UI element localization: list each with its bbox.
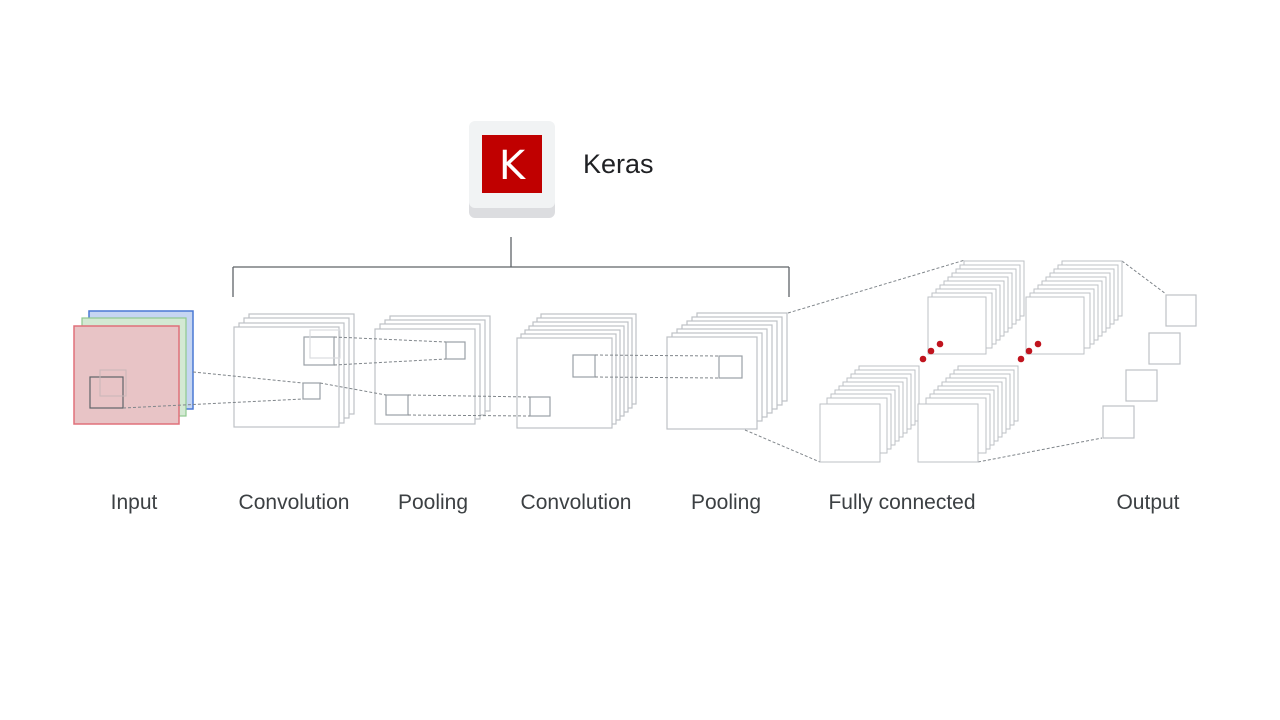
keras-logo-letter: K [499, 143, 527, 189]
fc-block-bottom-right [917, 365, 1019, 463]
pool1-feature-maps [374, 315, 491, 425]
output-node [1165, 294, 1197, 327]
stage-label-pooling-2: Pooling [691, 491, 761, 514]
fc-block-top-right [1025, 260, 1123, 355]
fc-block-top-left [927, 260, 1025, 355]
stage-label-pooling-1: Pooling [398, 491, 468, 514]
stage-label-fully-connected: Fully connected [828, 491, 975, 514]
output-nodes [1102, 294, 1197, 439]
output-node [1125, 369, 1158, 402]
keras-bracket [232, 237, 790, 297]
conv1-feature-maps [233, 313, 355, 428]
stage-label-convolution-1: Convolution [239, 491, 350, 514]
keras-logo-square [482, 135, 542, 193]
pool2-feature-maps [666, 312, 788, 430]
keras-logo: K [469, 121, 555, 218]
output-node [1102, 405, 1135, 439]
output-node [1148, 332, 1181, 365]
input-image-stack [73, 310, 194, 425]
keras-brand-label: Keras [583, 149, 654, 179]
layer-connectors [122, 259, 1167, 463]
stage-label-convolution-2: Convolution [521, 491, 632, 514]
conv2-feature-maps [516, 313, 637, 429]
input-receptive-field [89, 376, 124, 409]
stage-label-output: Output [1116, 491, 1179, 514]
neuron-dots [919, 340, 1042, 363]
stage-label-input: Input [111, 491, 158, 514]
fc-block-bottom-left [819, 365, 920, 463]
